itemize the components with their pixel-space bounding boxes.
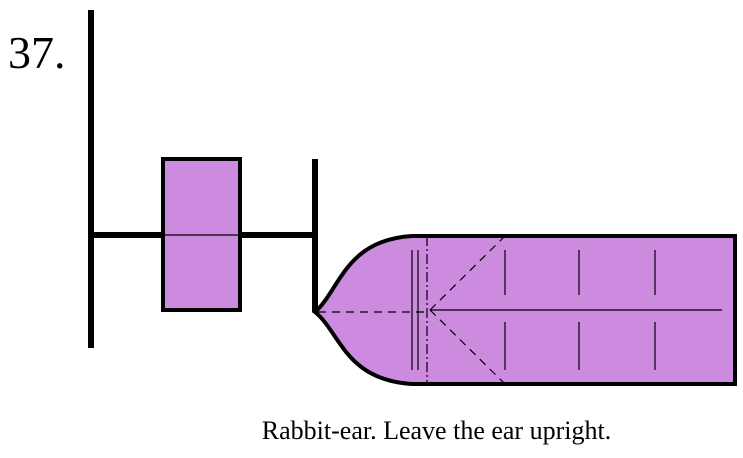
rabbit-ear-lower-diagonal	[429, 309, 506, 385]
step-caption: Rabbit-ear. Leave the ear upright.	[261, 416, 612, 445]
rabbit-ear-upper-diagonal	[429, 235, 506, 311]
step-number: 37.	[8, 27, 66, 78]
